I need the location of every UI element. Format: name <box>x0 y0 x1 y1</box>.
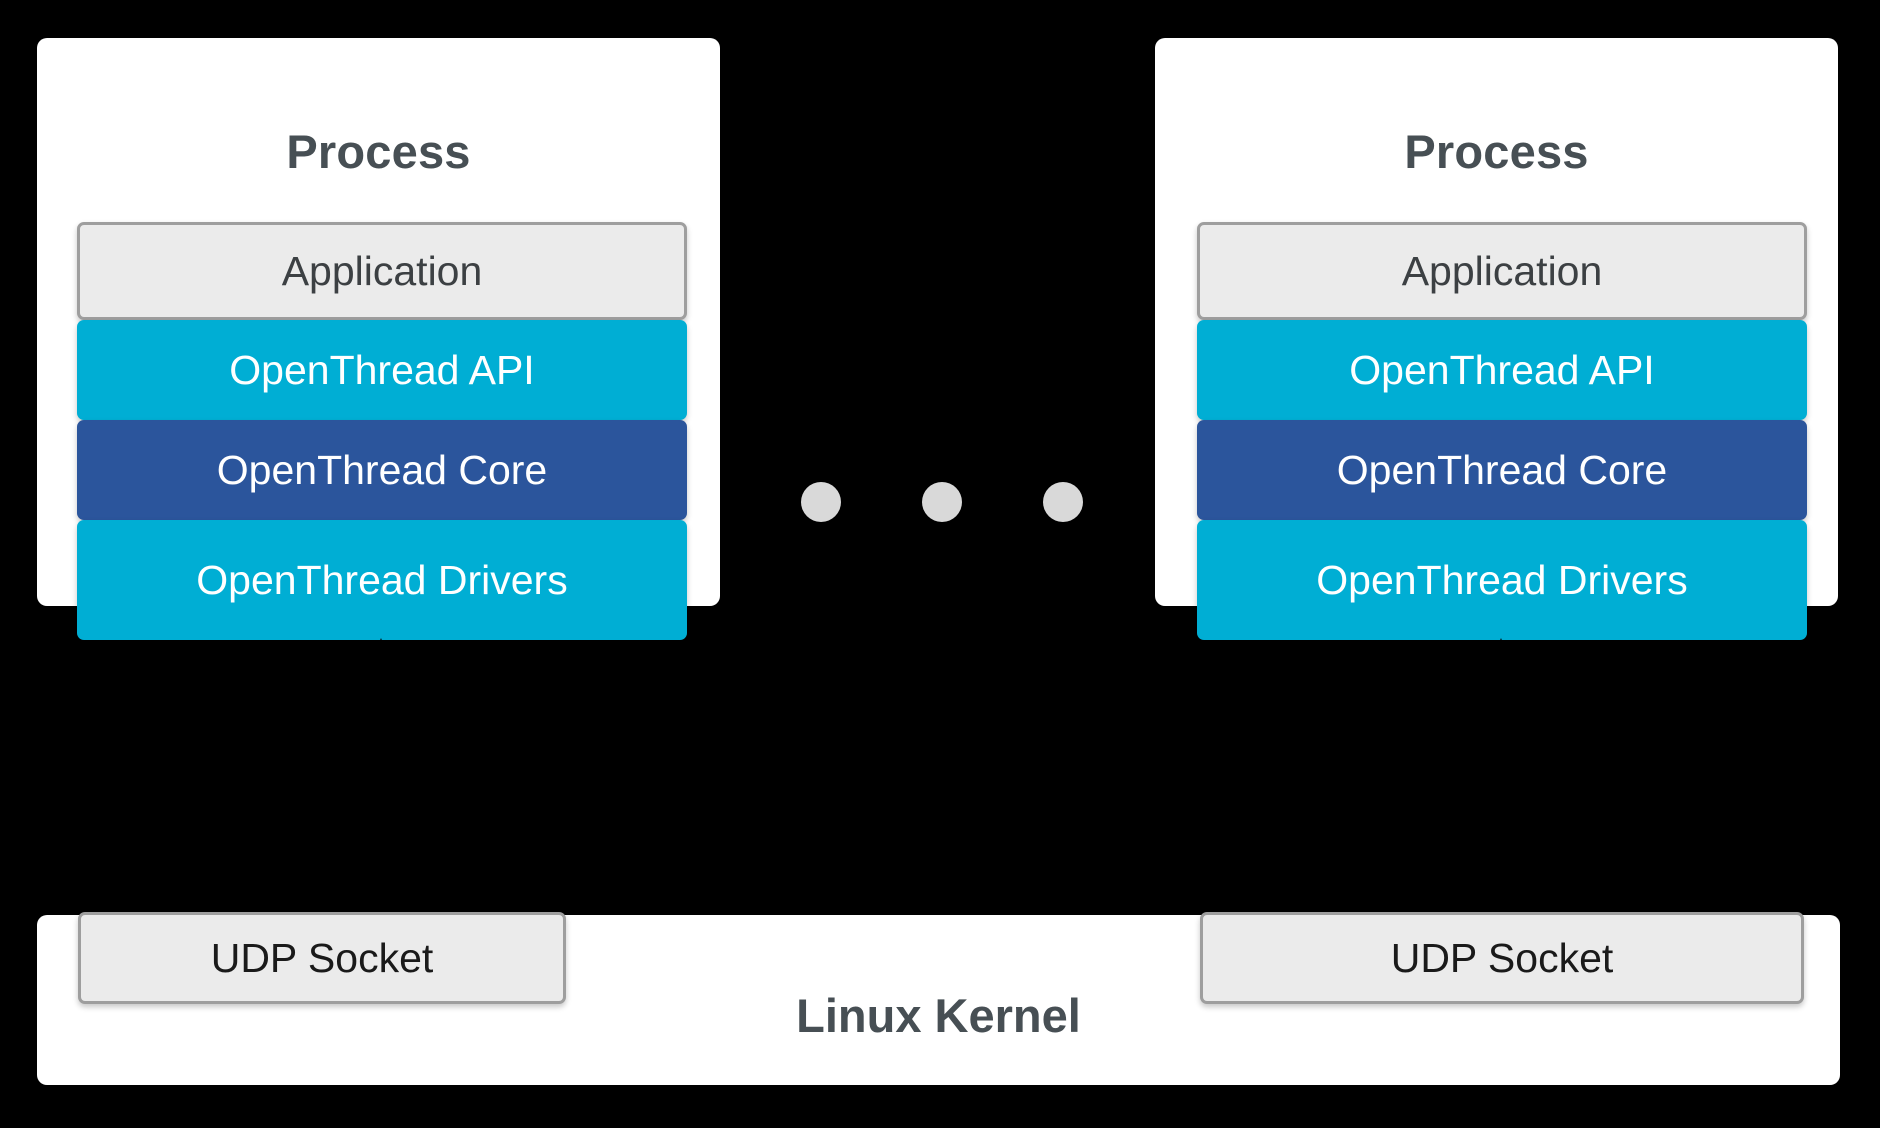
layer-label: OpenThread Drivers <box>196 556 568 603</box>
layer-label: OpenThread Drivers <box>1316 556 1688 603</box>
layer-openthread-drivers-left[interactable]: OpenThread Drivers <box>77 520 687 640</box>
layer-label: Application <box>1401 247 1603 294</box>
layer-openthread-api-right[interactable]: OpenThread API <box>1197 320 1807 420</box>
udp-socket-label: UDP Socket <box>210 934 434 981</box>
udp-socket-box-right[interactable]: UDP Socket <box>1200 912 1804 1004</box>
layer-openthread-core-right[interactable]: OpenThread Core <box>1197 420 1807 520</box>
kernel-title: Linux Kernel <box>796 989 1081 1042</box>
udp-socket-box-left[interactable]: UDP Socket <box>78 912 566 1004</box>
arrow-up-icon-left <box>365 638 397 728</box>
layer-openthread-drivers-right[interactable]: OpenThread Drivers <box>1197 520 1807 640</box>
process-title-left: Process <box>286 125 471 178</box>
layer-openthread-core-left[interactable]: OpenThread Core <box>77 420 687 520</box>
layer-application-right[interactable]: Application <box>1197 222 1807 320</box>
ellipsis-dot-3 <box>1043 482 1083 522</box>
ellipsis-dot-2 <box>922 482 962 522</box>
layer-label: OpenThread Core <box>216 446 548 493</box>
layer-label: Application <box>281 247 483 294</box>
process-title-right: Process <box>1404 125 1589 178</box>
layer-label: OpenThread API <box>229 346 535 393</box>
layer-application-left[interactable]: Application <box>77 222 687 320</box>
udp-socket-label: UDP Socket <box>1390 934 1614 981</box>
ellipsis-dot-1 <box>801 482 841 522</box>
layer-label: OpenThread API <box>1349 346 1655 393</box>
layer-openthread-api-left[interactable]: OpenThread API <box>77 320 687 420</box>
arrow-up-icon-right <box>1485 638 1517 728</box>
layer-label: OpenThread Core <box>1336 446 1668 493</box>
